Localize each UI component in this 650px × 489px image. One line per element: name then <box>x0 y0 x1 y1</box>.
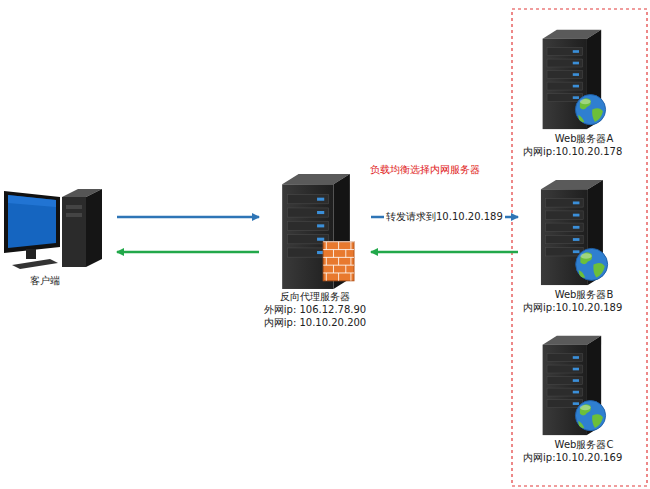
label-group: Web服务器C内网ip:10.10.20.169 <box>521 436 645 464</box>
arrow-connector <box>117 251 259 254</box>
edge-label: 转发请求到10.10.20.189 <box>384 211 505 223</box>
node-title: Web服务器C <box>523 438 645 451</box>
ip-address: 内网ip: 10.10.20.200 <box>262 316 368 329</box>
label-group: 客户端 <box>2 270 114 287</box>
node-title: Web服务器B <box>523 288 645 301</box>
web-server-node: Web服务器C内网ip:10.10.20.169 <box>521 334 645 464</box>
web-server-node: Web服务器A内网ip:10.10.20.178 <box>521 28 645 158</box>
ip-address: 内网ip:10.10.20.178 <box>523 145 645 158</box>
server-icon <box>529 28 613 130</box>
note-label: 负载均衡选择内网服务器 <box>370 163 480 176</box>
server-icon <box>529 334 613 436</box>
label-group: 反向代理服务器外网ip: 106.12.78.90内网ip: 10.10.20.… <box>262 290 368 329</box>
computer-icon <box>2 185 112 270</box>
dashed-group-outline <box>512 9 647 486</box>
server-icon <box>270 172 360 290</box>
ip-address: 内网ip:10.10.20.189 <box>523 301 645 314</box>
ip-address: 外网ip: 106.12.78.90 <box>262 303 368 316</box>
proxy-server-node: 反向代理服务器外网ip: 106.12.78.90内网ip: 10.10.20.… <box>262 172 368 329</box>
node-title: 反向代理服务器 <box>262 290 368 303</box>
ip-address: 内网ip:10.10.20.169 <box>523 451 645 464</box>
server-icon <box>529 178 613 286</box>
web-server-node: Web服务器B内网ip:10.10.20.189 <box>521 178 645 314</box>
node-title: Web服务器A <box>523 132 645 145</box>
arrow-connector <box>117 216 259 219</box>
client-node: 客户端 <box>2 185 114 287</box>
arrow-connector <box>371 251 518 254</box>
label-group: Web服务器A内网ip:10.10.20.178 <box>521 130 645 158</box>
node-title: 客户端 <box>2 274 88 287</box>
label-group: Web服务器B内网ip:10.10.20.189 <box>521 286 645 314</box>
